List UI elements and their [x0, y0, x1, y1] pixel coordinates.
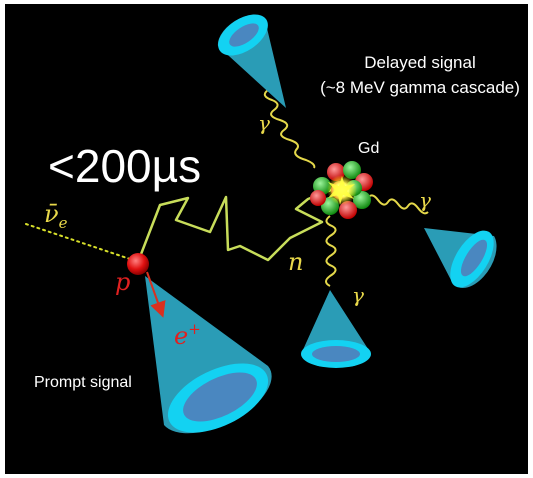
gd-nucleus [310, 161, 373, 219]
prompt-signal-label: Prompt signal [34, 374, 132, 391]
gamma-wave-top [263, 79, 316, 169]
gamma-label-bottom: γ [352, 283, 364, 307]
gamma-wave-down [325, 215, 337, 287]
prompt-cone [145, 276, 272, 434]
delayed-signal-label: Delayed signal [364, 53, 476, 72]
antineutrino-label: ν̄e [44, 200, 68, 232]
positron-arrow [146, 271, 166, 318]
gamma-label-right: γ [419, 188, 431, 212]
positron-label: e+ [174, 320, 201, 350]
delayed-signal-sublabel: (~8 MeV gamma cascade) [320, 78, 520, 97]
antineutrino-path [25, 223, 131, 260]
proton-label: p [115, 268, 130, 296]
neutron-label: n [288, 248, 303, 276]
gamma-cone-right [424, 228, 497, 289]
neutron-path [136, 186, 337, 263]
gamma-cone-top [217, 14, 286, 109]
time-label: <200µs [48, 140, 201, 192]
gamma-label-top: γ [258, 111, 270, 135]
proton [127, 253, 149, 275]
gamma-cone-bottom [301, 290, 371, 368]
gd-label: Gd [358, 140, 379, 157]
